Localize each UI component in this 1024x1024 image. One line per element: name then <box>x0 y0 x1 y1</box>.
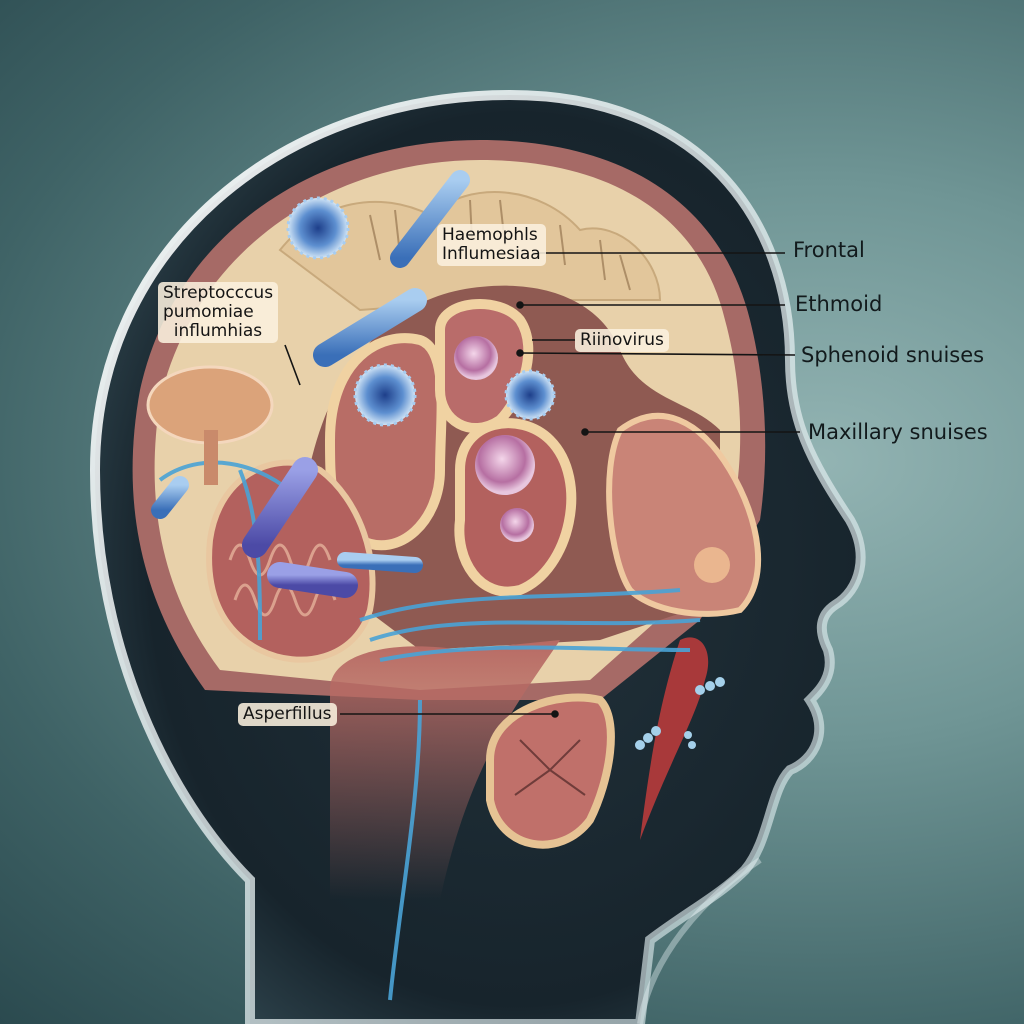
nasal-concha <box>694 547 730 583</box>
label-haemophilus: Haemophls Influmesiaa <box>437 224 546 266</box>
infected-cell-1 <box>454 336 498 380</box>
label-maxillary-sinus: Maxillary snuises <box>808 420 988 444</box>
aspergillus-fungus <box>146 365 274 485</box>
label-frontal-sinus: Frontal <box>793 238 865 262</box>
label-aspergillus: Asperfillus <box>238 703 337 726</box>
label-rhinovirus: Riinovirus <box>575 329 669 352</box>
virus-particle-top <box>286 196 350 260</box>
label-sphenoid-sinus: Sphenoid snuises <box>801 343 985 367</box>
label-streptococcus: Streptocccus pumomiae influmhias <box>158 282 279 343</box>
leader-lines <box>284 252 800 718</box>
infected-cell-3 <box>500 508 534 542</box>
bacteria-rods <box>151 170 470 598</box>
strep-chains <box>635 677 725 750</box>
virus-particle-ethmoid <box>504 369 556 421</box>
throat-column <box>330 640 560 900</box>
infected-cell-2 <box>475 435 535 495</box>
label-ethmoid-sinus: Ethmoid <box>795 292 883 316</box>
virus-particle-sphenoid <box>353 363 417 427</box>
larynx <box>640 637 709 840</box>
